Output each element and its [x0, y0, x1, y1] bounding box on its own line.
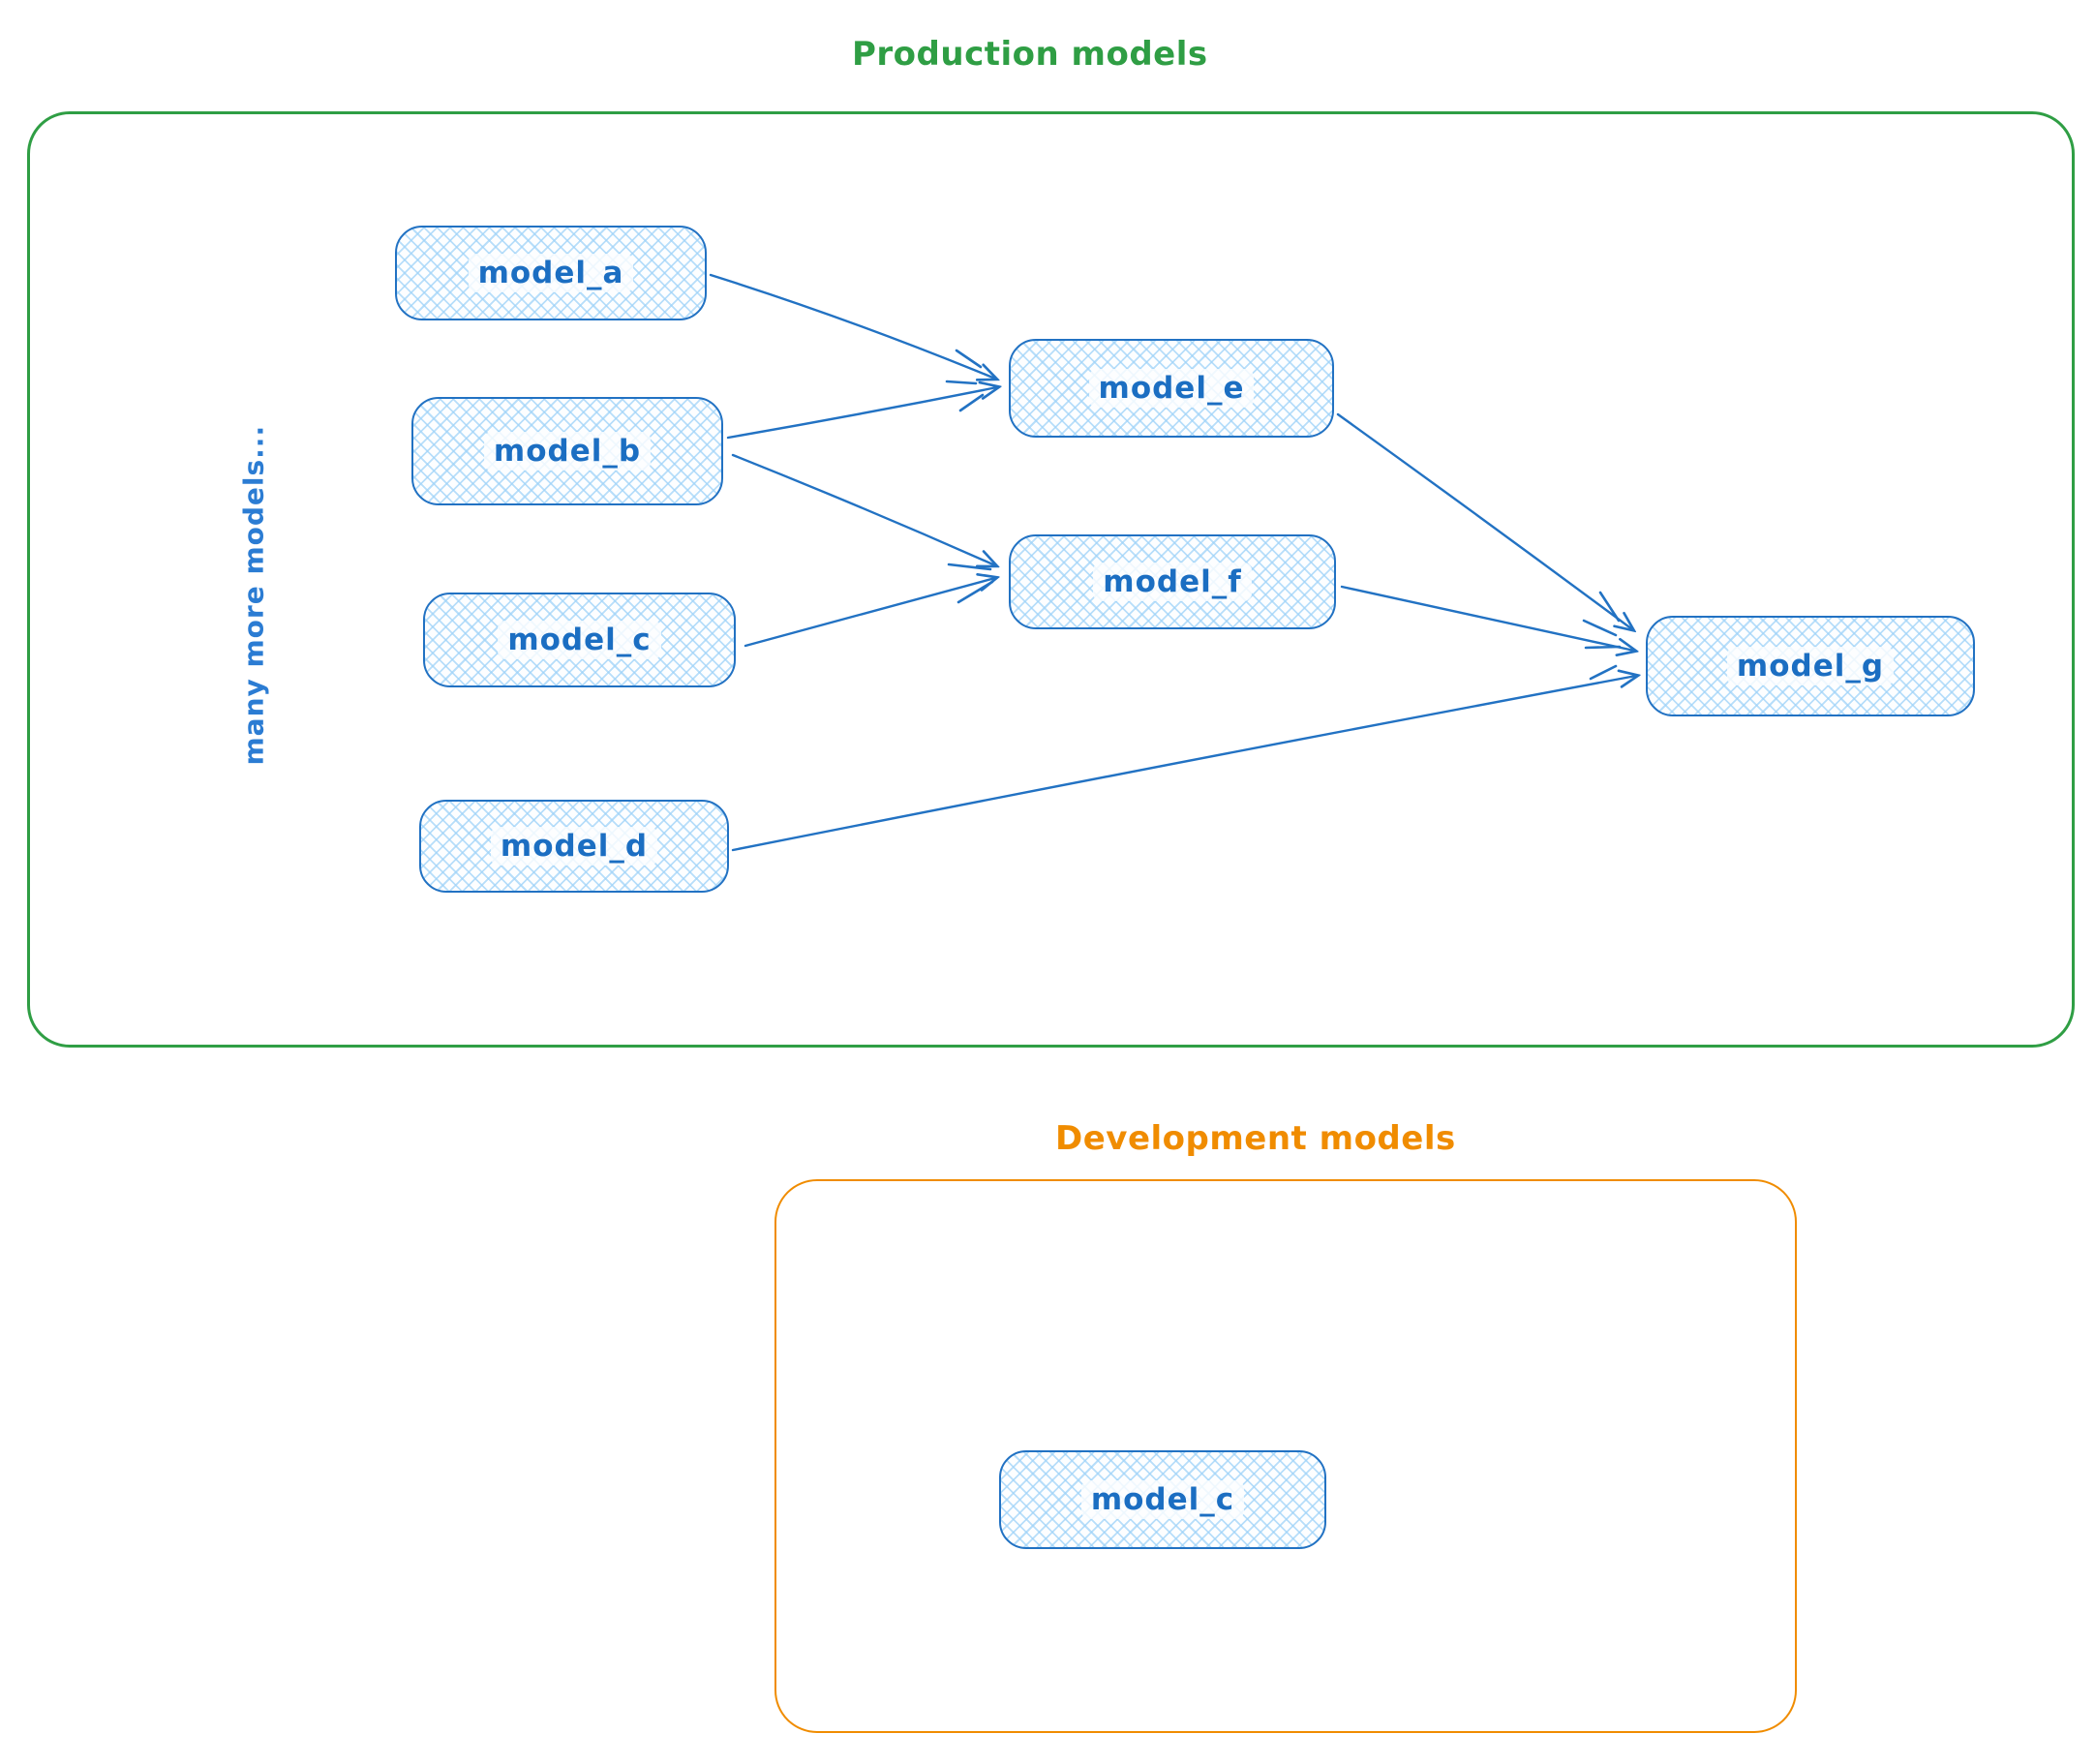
- node-model-f[interactable]: model_f: [1009, 534, 1336, 629]
- node-model-e-label: model_e: [1088, 369, 1255, 408]
- node-model-d-label: model_d: [490, 827, 658, 866]
- production-frame-title: Production models: [852, 35, 1208, 74]
- production-frame[interactable]: [27, 111, 2075, 1048]
- node-model-c-label: model_c: [498, 621, 661, 659]
- node-model-c[interactable]: model_c: [423, 593, 736, 687]
- node-model-d[interactable]: model_d: [419, 800, 729, 893]
- node-model-c-development-label: model_c: [1080, 1480, 1245, 1519]
- node-model-g[interactable]: model_g: [1646, 616, 1975, 716]
- development-frame[interactable]: [774, 1179, 1797, 1733]
- node-model-b-label: model_b: [483, 432, 652, 471]
- node-model-a-label: model_a: [468, 254, 634, 292]
- node-model-e[interactable]: model_e: [1009, 339, 1334, 438]
- node-model-a[interactable]: model_a: [395, 226, 707, 320]
- many-more-models-note: many more models...: [237, 424, 270, 766]
- node-model-b[interactable]: model_b: [411, 397, 723, 505]
- node-model-c-development[interactable]: model_c: [999, 1450, 1326, 1549]
- node-model-f-label: model_f: [1093, 563, 1252, 601]
- node-model-g-label: model_g: [1726, 647, 1895, 685]
- development-frame-title: Development models: [1055, 1119, 1456, 1158]
